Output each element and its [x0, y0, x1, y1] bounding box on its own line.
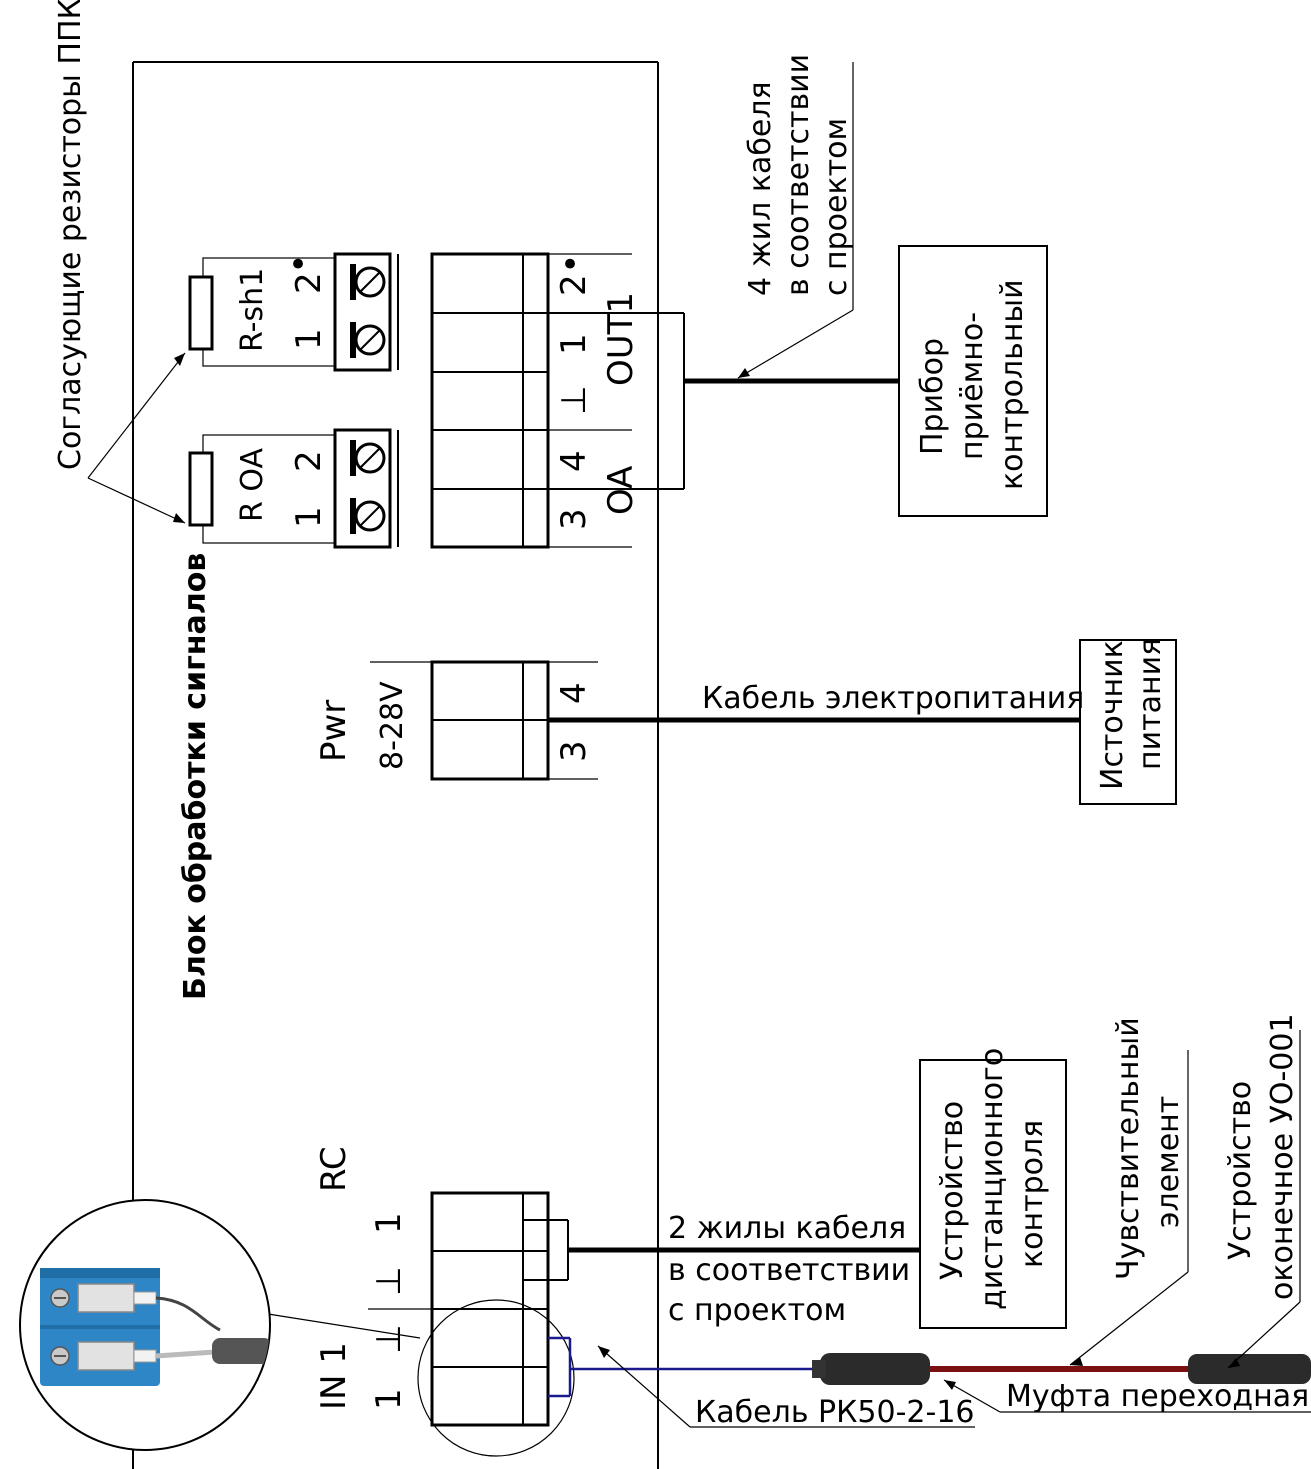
- oa-pin-3: 3: [554, 508, 594, 530]
- svg-text:с проектом: с проектом: [668, 1293, 846, 1328]
- oa-label: OA: [601, 466, 641, 515]
- resistors-label: Согласующие резисторы ППКО: [53, 0, 88, 470]
- svg-text:2 жилы кабеля: 2 жилы кабеля: [668, 1211, 906, 1246]
- oa-pin-4: 4: [554, 450, 594, 472]
- out1-wiring: [548, 312, 899, 490]
- svg-text:Прибор: Прибор: [915, 338, 950, 455]
- svg-text:контрольный: контрольный: [995, 279, 1030, 490]
- svg-text:элемент: элемент: [1151, 1096, 1186, 1228]
- pwr-pin-4: 4: [554, 682, 594, 704]
- r-sh1-resistor: R-sh1 1 2 •: [188, 245, 399, 372]
- pwr-pin-3: 3: [554, 740, 594, 762]
- rc-label: RC: [314, 1146, 354, 1192]
- svg-text:Муфта переходная: Муфта переходная: [1006, 1379, 1309, 1414]
- out1-pin-2: 2: [554, 274, 594, 296]
- r-oa-label: R OA: [235, 448, 270, 522]
- oa-out1-pins: 3 4 ⊥ 1 2 • OA OUT1: [554, 245, 641, 530]
- svg-text:контроля: контроля: [1015, 1120, 1050, 1268]
- coax-wiring: [548, 1336, 820, 1398]
- rc-pin-ground: ⊥: [369, 1266, 409, 1296]
- block-title: Блок обработки сигналов: [178, 553, 213, 1000]
- in1-magnifier-ring: [417, 1299, 575, 1457]
- resistor-callout: [87, 352, 186, 524]
- out1-pin-1: 1: [554, 333, 594, 355]
- r-sh1-label: R-sh1: [235, 268, 270, 352]
- rc-pin-1: 1: [369, 1212, 409, 1234]
- r-oa-pin-2: 2: [289, 450, 329, 472]
- r-oa-pin-1: 1: [289, 506, 329, 528]
- coupling-body: [820, 1353, 930, 1385]
- cable-2-label: 2 жилы кабеля в соответствии с проектом: [668, 1211, 910, 1328]
- svg-text:питания: питания: [1133, 638, 1168, 770]
- svg-text:Источник: Источник: [1095, 640, 1130, 790]
- terminal-photo-inset: [19, 1199, 271, 1451]
- in1-pin-1: 1: [369, 1388, 409, 1410]
- pwr-terminal-block: Pwr 8-28V 3 4: [314, 660, 598, 781]
- svg-text:Устройство: Устройство: [935, 1101, 970, 1280]
- out1-polarity-dot: •: [560, 245, 580, 285]
- pwr-range-label: 8-28V: [375, 681, 410, 770]
- svg-text:Чувствительный: Чувствительный: [1111, 1017, 1146, 1280]
- magnifier-leader: [267, 1313, 421, 1339]
- cable-4-callout: 4 жил кабеля в соответствии с проектом: [737, 54, 854, 379]
- control-panel-box: Прибор приёмно- контрольный: [898, 245, 1048, 517]
- r-sh1-pin-1: 1: [289, 328, 329, 350]
- coax-callout: Кабель РК50-2-16: [597, 1345, 975, 1430]
- in1-label: IN 1: [314, 1342, 354, 1410]
- out1-pin-ground: ⊥: [554, 385, 594, 415]
- coupling-and-sensor: [812, 1353, 1311, 1385]
- in1-pin-ground: ⊥: [369, 1324, 409, 1354]
- svg-text:4 жил кабеля: 4 жил кабеля: [743, 81, 778, 296]
- oa-out1-terminal-block: [430, 252, 632, 549]
- terminal-device-body: [1188, 1354, 1311, 1384]
- svg-text:дистанционного: дистанционного: [975, 1048, 1010, 1310]
- rc-wiring: [523, 1219, 920, 1281]
- sensor-element-callout: Чувствительный элемент: [1069, 1017, 1189, 1366]
- svg-text:в соответствии: в соответствии: [781, 54, 816, 296]
- psu-box: Источник питания: [1079, 638, 1177, 805]
- r-sh1-polarity-dot: •: [288, 245, 308, 285]
- r-oa-resistor: R OA 1 2: [188, 428, 399, 549]
- svg-text:оконечное УО-001: оконечное УО-001: [1265, 1013, 1300, 1300]
- out1-label: OUT1: [601, 292, 641, 386]
- svg-text:Кабель РК50-2-16: Кабель РК50-2-16: [695, 1395, 975, 1430]
- svg-text:Устройство: Устройство: [1223, 1081, 1258, 1260]
- r-sh1-pin-2: 2: [289, 272, 329, 294]
- rc-in1-terminal-block: RC 1 ⊥ ⊥ 1 IN 1: [314, 1146, 550, 1427]
- svg-text:приёмно-: приёмно-: [955, 312, 990, 460]
- svg-text:в соответствии: в соответствии: [668, 1253, 910, 1288]
- terminal-device-callout: Устройство оконечное УО-001: [1223, 1013, 1301, 1369]
- power-cable-label: Кабель электропитания: [702, 681, 1084, 716]
- coupling-callout: Муфта переходная: [943, 1379, 1311, 1414]
- remote-control-device-box: Устройство дистанционного контроля: [919, 1048, 1067, 1329]
- svg-text:с проектом: с проектом: [819, 118, 854, 296]
- pwr-label: Pwr: [314, 700, 354, 762]
